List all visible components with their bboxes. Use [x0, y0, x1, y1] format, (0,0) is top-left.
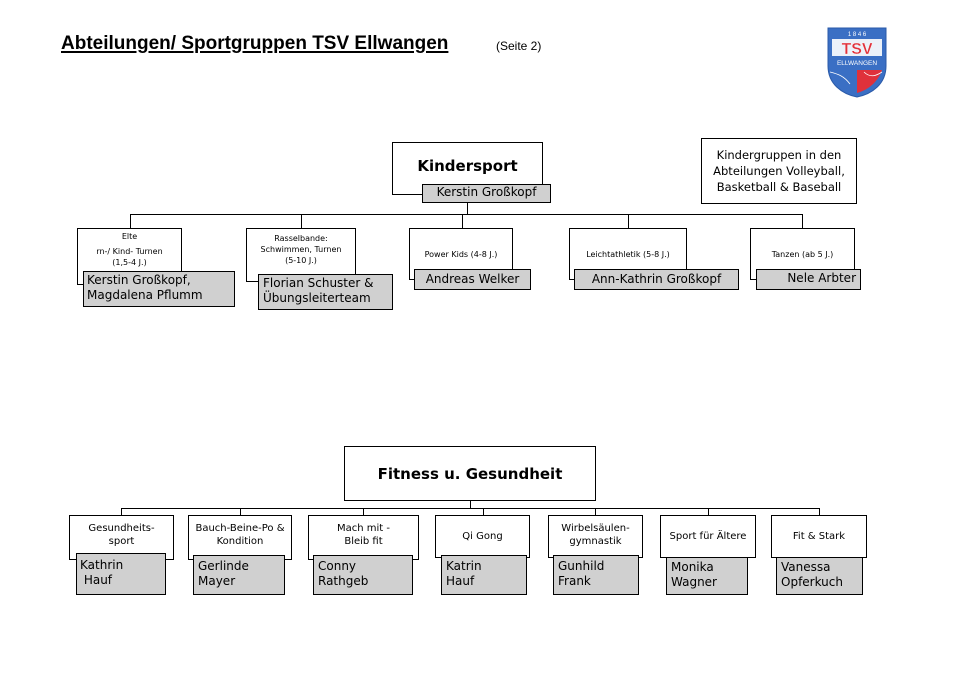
- connector: [483, 508, 484, 515]
- kinder-group-leader: Kerstin Großkopf, Magdalena Pflumm: [83, 271, 235, 307]
- leader-name: Rathgeb: [318, 574, 369, 588]
- leader-name: Übungsleiterteam: [263, 291, 371, 305]
- leader-name: Monika: [671, 560, 714, 574]
- note-line: Basketball & Baseball: [716, 180, 842, 194]
- group-label: Kondition: [216, 536, 264, 547]
- leader-name: Katrin: [446, 559, 482, 573]
- fitness-group-box: Gesundheits- sport: [69, 515, 174, 560]
- connector: [301, 214, 302, 228]
- fitness-group-leader: Conny Rathgeb: [313, 555, 413, 595]
- leader-name: Conny: [318, 559, 357, 573]
- group-label: Schwimmen, Turnen: [260, 245, 342, 254]
- fitness-group-leader: Gerlinde Mayer: [193, 555, 285, 595]
- group-label: Gesundheits-: [88, 523, 155, 534]
- fitness-group-leader: Kathrin Hauf: [76, 553, 166, 595]
- group-label: Leichtathletik (5-8 J.): [586, 249, 670, 259]
- tsv-logo: 1 8 4 6 TSV ELLWANGEN: [826, 26, 888, 98]
- group-label: Mach mit -: [337, 523, 390, 534]
- leader-name: Hauf: [446, 574, 475, 588]
- leader-name: Hauf: [80, 573, 113, 587]
- group-label: (5-10 J.): [285, 256, 317, 265]
- connector: [121, 508, 819, 509]
- fitness-box: Fitness u. Gesundheit: [344, 446, 596, 501]
- fitness-group-box: Bauch-Beine-Po & Kondition: [188, 515, 292, 560]
- leader-name: Mayer: [198, 574, 236, 588]
- connector: [708, 508, 709, 515]
- note-line: Abteilungen Volleyball,: [713, 164, 845, 178]
- kindersport-leader: Kerstin Großkopf: [422, 184, 551, 203]
- connector: [121, 508, 122, 515]
- fitness-group-leader: Monika Wagner: [666, 557, 748, 595]
- fitness-group-box: Mach mit - Bleib fit: [308, 515, 419, 560]
- fitness-group-box: Qi Gong: [435, 515, 530, 558]
- fitness-group-leader: Katrin Hauf: [441, 555, 527, 595]
- group-label: gymnastik: [569, 536, 622, 547]
- connector: [130, 214, 131, 228]
- connector: [240, 508, 241, 515]
- group-label: Elte: [121, 232, 138, 241]
- logo-year: 1 8 4 6: [848, 32, 867, 38]
- leader-name: Kerstin Großkopf,: [87, 273, 191, 287]
- group-label: Fit & Stark: [792, 531, 846, 542]
- connector: [802, 214, 803, 228]
- group-label: sport: [108, 536, 135, 547]
- fitness-group-box: Fit & Stark: [771, 515, 867, 558]
- kinder-group-leader: Nele Arbter: [756, 269, 861, 290]
- fitness-group-box: Sport für Ältere: [660, 515, 756, 558]
- leader-name: Magdalena Pflumm: [87, 288, 203, 302]
- kinder-group-leader: Andreas Welker: [414, 269, 531, 290]
- connector: [595, 508, 596, 515]
- leader-name: Kathrin: [80, 558, 124, 572]
- fitness-group-leader: Vanessa Opferkuch: [776, 557, 863, 595]
- page-title: Abteilungen/ Sportgruppen TSV Ellwangen: [61, 33, 449, 54]
- connector: [628, 214, 629, 228]
- kinder-group-leader: Florian Schuster & Übungsleiterteam: [258, 274, 393, 310]
- fitness-group-leader: Gunhild Frank: [553, 555, 639, 595]
- group-label: Sport für Ältere: [669, 531, 747, 542]
- group-label: Bauch-Beine-Po &: [195, 523, 285, 534]
- note-box: Kindergruppen in den Abteilungen Volleyb…: [701, 138, 857, 204]
- connector: [462, 214, 463, 228]
- leader-name: Gunhild: [558, 559, 605, 573]
- group-label: rn-/ Kind- Turnen: [96, 247, 163, 256]
- group-label: (1,5-4 J.): [112, 258, 147, 267]
- group-label: Power Kids (4-8 J.): [424, 249, 498, 259]
- leader-name: Opferkuch: [781, 575, 843, 589]
- leader-name: Frank: [558, 574, 591, 588]
- group-label: Qi Gong: [462, 531, 503, 542]
- group-label: Rasselbande:: [274, 234, 328, 243]
- tsv-shield-icon: 1 8 4 6 TSV ELLWANGEN: [827, 27, 887, 98]
- kinder-group-box: Rasselbande: Schwimmen, Turnen (5-10 J.): [246, 228, 356, 282]
- connector: [819, 508, 820, 515]
- logo-name: TSV: [841, 41, 872, 58]
- group-label: Tanzen (ab 5 J.): [771, 249, 834, 259]
- leader-name: Vanessa: [781, 560, 831, 574]
- kindersport-title: Kindersport: [417, 157, 518, 175]
- leader-name: Wagner: [671, 575, 717, 589]
- leader-name: Florian Schuster &: [263, 276, 374, 290]
- fitness-title: Fitness u. Gesundheit: [377, 464, 563, 483]
- group-label: Wirbelsäulen-: [561, 523, 630, 534]
- leader-name: Gerlinde: [198, 559, 249, 573]
- logo-city: ELLWANGEN: [837, 60, 877, 67]
- connector: [130, 214, 803, 215]
- group-label: Bleib fit: [344, 536, 383, 547]
- connector: [467, 203, 468, 214]
- note-line: Kindergruppen in den: [716, 148, 842, 162]
- fitness-group-box: Wirbelsäulen- gymnastik: [548, 515, 643, 558]
- kinder-group-leader: Ann-Kathrin Großkopf: [574, 269, 739, 290]
- connector: [470, 501, 471, 508]
- page-number: (Seite 2): [496, 39, 542, 53]
- connector: [363, 508, 364, 515]
